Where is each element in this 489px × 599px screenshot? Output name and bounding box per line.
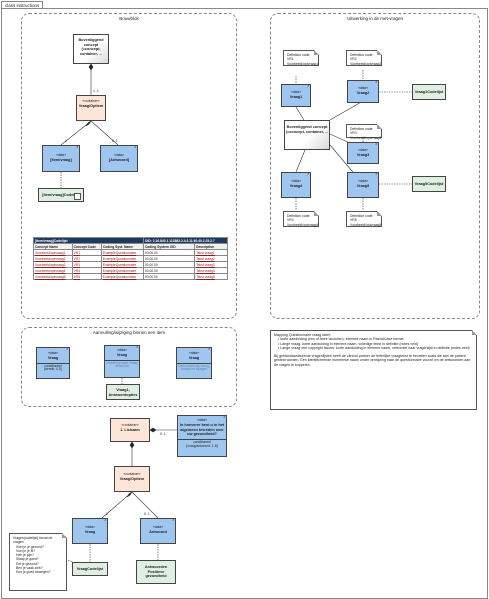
gezondheid-vraag-node[interactable]: # «data» In hoeverre bent u in het algem… bbox=[177, 415, 227, 457]
parent-concept-node[interactable]: Bovenliggend concept (=concept, containe… bbox=[73, 34, 109, 64]
lichaam-container-node[interactable]: «container» 1. Lichaam bbox=[110, 418, 150, 442]
vraag5-node[interactable]: # «data» Vraag5 bbox=[347, 172, 379, 198]
vraag-right-node[interactable]: # «data» Vraag Datum/periode vraag, Antw… bbox=[176, 347, 212, 379]
mapping-note-line: Bij gestandaardiseerde vragenlijsten hee… bbox=[274, 353, 471, 367]
concept-code-cell[interactable]: VR5 bbox=[71, 273, 102, 280]
list-item: Voel je je fit? bbox=[16, 548, 36, 553]
vraag-codelijst-node[interactable]: VraagCodelijst bbox=[72, 562, 108, 576]
mapping-note-line: • korte aanduiding (een of twee woorden)… bbox=[278, 337, 404, 342]
list-item: Kun je goed bewegen? bbox=[16, 570, 51, 574]
multiplicity-label: 0..1 bbox=[112, 139, 118, 143]
item-vraag-node[interactable]: # «data» [Item/vraag] bbox=[42, 145, 80, 172]
antwoorden-positieve-gezondheid-node[interactable]: Antwoorden Positieve gezondheid bbox=[136, 560, 176, 584]
codelijst-table: [Item/vraag]Codelijst OID: 2.16.840.1.11… bbox=[33, 237, 229, 280]
mapping-note-line: Mapping Questionnaire vraag label: bbox=[274, 333, 331, 337]
multiplicity-label: 0..1 bbox=[160, 432, 166, 436]
table-row: Voorbeeld/optvraag4 VR4 ExampleQuestionn… bbox=[33, 267, 228, 274]
multiplicity-label: 1 bbox=[65, 139, 67, 143]
list-item: Eet je gezond? bbox=[16, 561, 39, 566]
description-cell[interactable]: Tekst vraag5 bbox=[194, 273, 228, 280]
table-row: Voorbeeld/optvraag2 VR2 ExampleQuestionn… bbox=[33, 255, 228, 262]
vraag-center-node[interactable]: # «data» Vraag Datum/periode vraag antwo… bbox=[104, 345, 140, 378]
table-row: Voorbeeld/optvraag3 VR3 ExampleQuestionn… bbox=[33, 261, 228, 268]
definition-note: Definition code: VR4 Voorbeeld/optvraag4 bbox=[283, 211, 319, 227]
multiplicity-label: 1..1 bbox=[93, 89, 99, 93]
multiplicity-label: 0..1 bbox=[144, 512, 150, 516]
mapping-note-line: • Lange vraag: korte aanduiding in eleme… bbox=[278, 341, 419, 346]
package-title: Uitwerking in de met-vragen bbox=[346, 16, 404, 21]
list-item: Heb je pijn? bbox=[16, 553, 34, 557]
table-row: Voorbeeld/optvraag5 VR5 ExampleQuestionn… bbox=[33, 273, 228, 280]
definition-note: Definition code: VR3 Voorbeeld/optvraag3 bbox=[346, 124, 382, 140]
definition-note: Definition code: VR2 Voorbeeld/optvraag2 bbox=[346, 50, 382, 66]
antwoord-node[interactable]: # «data» [Antwoord] bbox=[100, 145, 138, 172]
coding-oid-cell: 00.00.00 bbox=[142, 273, 196, 280]
example-questions-note: Vragen(codelijst) bevat de vragen: Voel … bbox=[9, 533, 67, 591]
vraag3-node[interactable]: # «data» Vraag3 bbox=[347, 142, 379, 164]
parent-concept-node[interactable]: Bovenliggend concept (=concept, containe… bbox=[284, 120, 330, 150]
definition-note: Definition code: VR5 Voorbeeld/optvraag5 bbox=[346, 211, 382, 227]
package-title: Bouwblok bbox=[119, 16, 139, 21]
vraag5-codelijst-node[interactable]: Vraag5Codelijst bbox=[412, 176, 446, 192]
vraag-container-node[interactable]: «container» Vraag/Optiem bbox=[76, 95, 106, 121]
coding-system-cell[interactable]: ExampleQuestionnaire bbox=[100, 273, 144, 280]
package-uitwerking: Uitwerking in de met-vragen bbox=[270, 13, 480, 319]
definition-note: Definition code: VR1 Voorbeeld/optvraag1 bbox=[283, 50, 319, 66]
mapping-note: Mapping Questionnaire vraag label: • kor… bbox=[270, 330, 477, 410]
vraag4-node[interactable]: # «data» Vraag4 bbox=[281, 172, 311, 198]
diagram-frame-tab: class instructions bbox=[1, 1, 44, 9]
package-bouwblok: Bouwblok bbox=[21, 13, 237, 319]
codelijst-node[interactable]: [Item/vraag]Codelijst bbox=[38, 188, 84, 202]
vraag2-node[interactable]: # «data» Vraag2 bbox=[347, 80, 379, 103]
vraag1-codelijst-node[interactable]: Vraag1Codelijst bbox=[412, 84, 446, 100]
list-item: Ben je vaak ziek? bbox=[16, 565, 43, 570]
vraag-container-node[interactable]: «container» Vraag/Optiem bbox=[114, 466, 150, 492]
vraag-item-node[interactable]: # «data» Vraag bbox=[72, 518, 108, 544]
list-item: Voel je je gezond? bbox=[16, 544, 44, 549]
package-aanvulling: Aanvulling/wijziging binnen een item bbox=[21, 327, 237, 407]
antwoordopties-node[interactable]: Vraag1, Antwoordopties bbox=[106, 384, 140, 400]
vraag-conditional-node[interactable]: # «data» Vraag conditioneel [bereik: 0-5… bbox=[36, 347, 70, 379]
table-row: Voorbeeld/optvraag1 VR1 ExampleQuestionn… bbox=[33, 249, 228, 256]
mapping-note-line: • Lange vraag met copyright issues: kort… bbox=[278, 346, 470, 351]
antwoord-item-node[interactable]: # «data» Antwoord bbox=[140, 518, 176, 544]
concept-name-cell[interactable]: Voorbeeld/optvraag5 bbox=[33, 273, 73, 280]
enumeration-icon bbox=[74, 193, 81, 200]
multiplicity-label: 1 bbox=[106, 512, 108, 516]
package-title: Aanvulling/wijziging binnen een item bbox=[92, 330, 166, 335]
vraag1-node[interactable]: # «data» Vraag1 bbox=[281, 84, 311, 107]
note-title: Vragen(codelijst) bevat de vragen: bbox=[13, 536, 53, 545]
list-item: Slaap je goed? bbox=[16, 557, 39, 562]
